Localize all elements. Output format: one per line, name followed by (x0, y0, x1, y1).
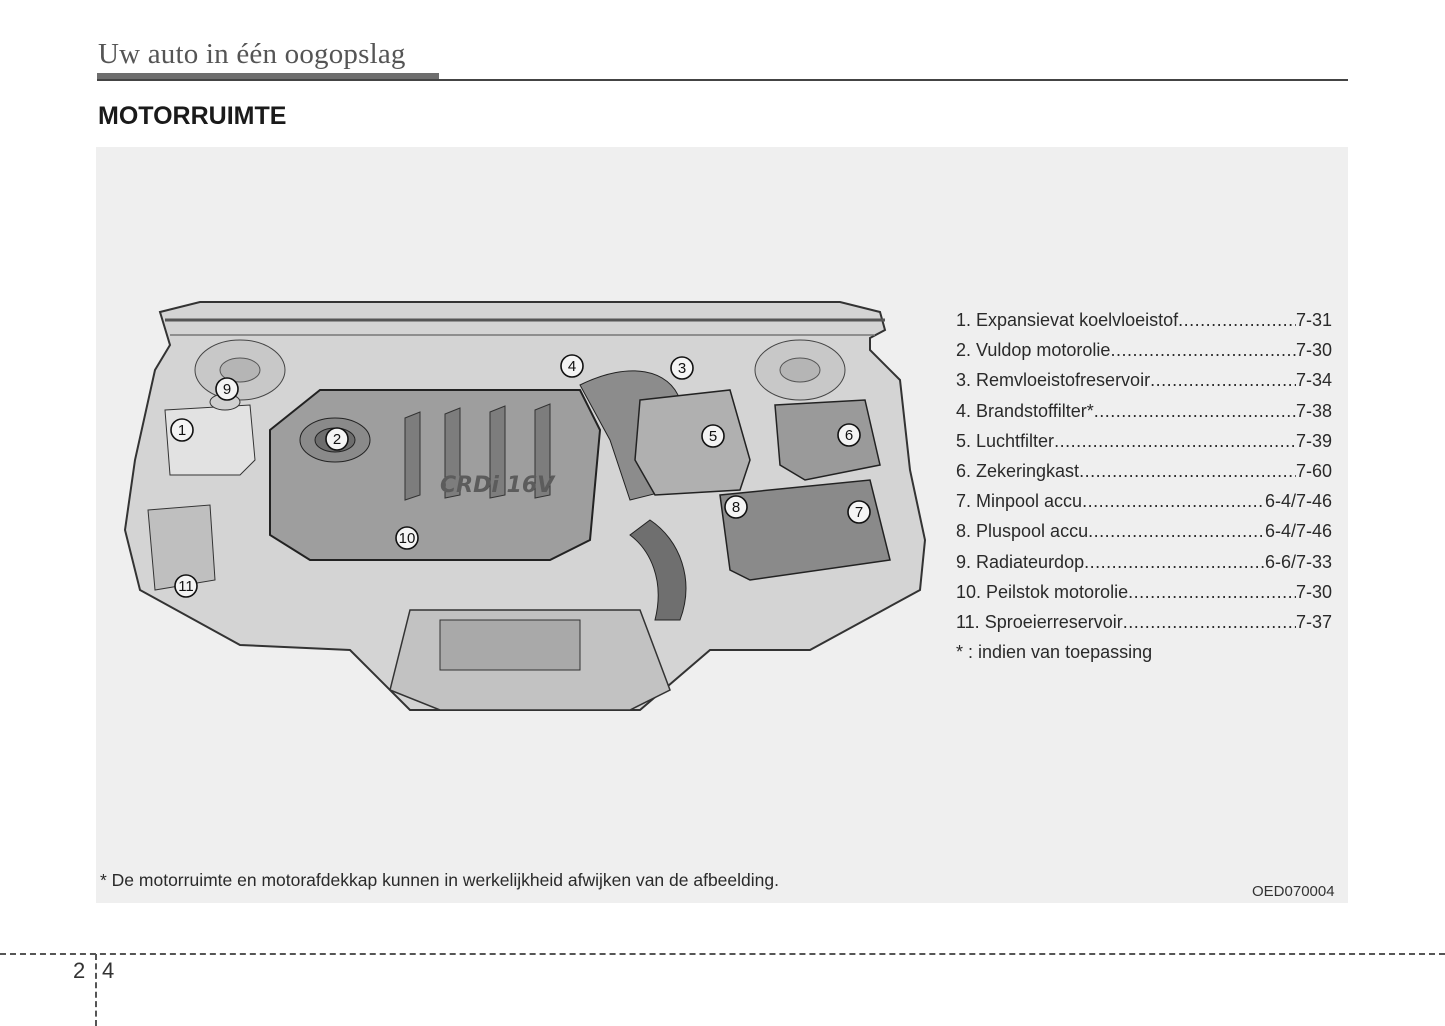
svg-text:7: 7 (855, 504, 863, 521)
header-rule (97, 79, 1348, 81)
svg-text:8: 8 (732, 499, 740, 516)
component-legend: 1. Expansievat koelvloeistof7-31 2. Vuld… (956, 307, 1332, 665)
chapter-header-title: Uw auto in één oogopslag (98, 38, 406, 70)
svg-text:3: 3 (678, 360, 686, 377)
legend-item: 11. Sproeierreservoir 7-37 (956, 609, 1332, 639)
callout-10: 10 (395, 526, 419, 550)
legend-item: 1. Expansievat koelvloeistof7-31 (956, 307, 1332, 337)
callout-2: 2 (325, 427, 349, 451)
header-accent-bar (97, 73, 439, 80)
engine-bay-illustration: CRDi 16V 1 2 3 4 5 6 7 8 9 10 11 (123, 301, 927, 711)
callout-3: 3 (670, 356, 694, 380)
legend-item: 10. Peilstok motorolie7-30 (956, 579, 1332, 609)
legend-item: 7. Minpool accu 6-4/7-46 (956, 488, 1332, 518)
chapter-number: 2 (73, 958, 86, 983)
callout-9: 9 (215, 377, 239, 401)
callout-1: 1 (170, 418, 194, 442)
legend-item: 3. Remvloeistofreservoir 7-34 (956, 367, 1332, 397)
page-number: 4 (102, 958, 115, 983)
callout-5: 5 (701, 424, 725, 448)
callout-4: 4 (560, 354, 584, 378)
svg-text:11: 11 (178, 578, 194, 595)
svg-text:1: 1 (178, 422, 186, 439)
callout-11: 11 (174, 574, 198, 598)
engine-badge-text: CRDi 16V (440, 473, 556, 498)
callout-7: 7 (847, 500, 871, 524)
legend-item: 9. Radiateurdop 6-6/7-33 (956, 549, 1332, 579)
svg-text:4: 4 (568, 358, 576, 375)
legend-item: 8. Pluspool accu 6-4/7-46 (956, 518, 1332, 548)
legend-item: 5. Luchtfilter 7-39 (956, 428, 1332, 458)
legend-item: 4. Brandstoffilter* 7-38 (956, 398, 1332, 428)
section-title: MOTORRUIMTE (98, 102, 287, 130)
image-code: OED070004 (1252, 883, 1335, 900)
svg-text:2: 2 (333, 431, 341, 448)
legend-item: 2. Vuldop motorolie 7-30 (956, 337, 1332, 367)
svg-text:10: 10 (399, 530, 416, 547)
footer-dashed-divider (95, 954, 97, 1026)
figure-disclaimer: * De motorruimte en motorafdekkap kunnen… (100, 870, 779, 890)
legend-item: 6. Zekeringkast 7-60 (956, 458, 1332, 488)
callout-8: 8 (724, 495, 748, 519)
callout-6: 6 (837, 423, 861, 447)
legend-footnote: * : indien van toepassing (956, 642, 1153, 663)
svg-text:6: 6 (845, 427, 853, 444)
footer-dashed-rule (0, 953, 1445, 955)
svg-text:9: 9 (223, 381, 231, 398)
svg-text:5: 5 (709, 428, 717, 445)
